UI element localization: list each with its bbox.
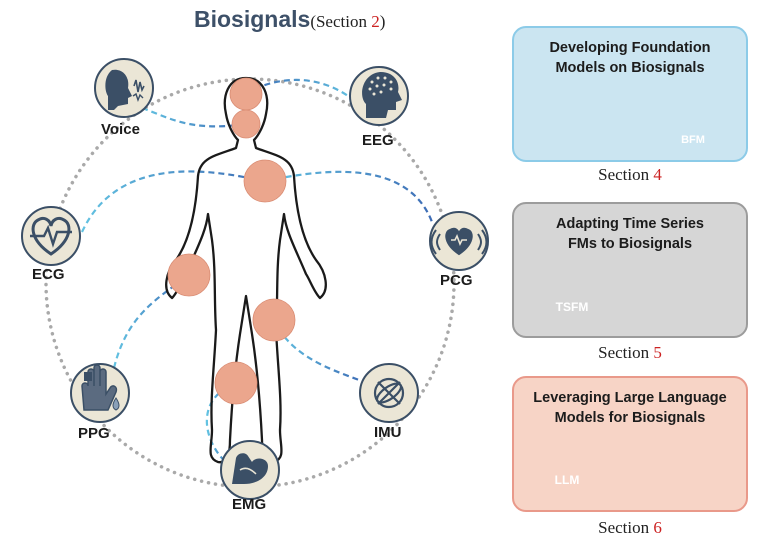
title-main: Biosignals: [194, 6, 311, 32]
spot-chest: [243, 159, 287, 203]
voice-icon: [105, 69, 145, 110]
bfm-label: BFM: [681, 134, 705, 146]
spot-arm: [167, 253, 211, 297]
muscle-arm-icon: [232, 453, 268, 484]
node-label-voice: Voice: [101, 121, 140, 138]
spot-hip: [252, 298, 296, 342]
heart-ecg-icon: [30, 216, 72, 256]
spot-head-mouth: [231, 109, 261, 139]
node-ecg: [21, 206, 81, 266]
node-ppg: [70, 363, 130, 423]
node-label-emg: EMG: [232, 496, 267, 513]
hand-sensor-icon: [81, 364, 120, 411]
llm-label: LLM: [554, 473, 580, 487]
section-label-4: Section 4: [598, 165, 662, 184]
spot-head-top: [229, 77, 263, 111]
node-label-ppg: PPG: [78, 425, 110, 442]
section-label-6: Section 6: [598, 518, 662, 537]
title-section-ref: (Section 2): [310, 12, 386, 31]
eeg-head-icon: [362, 72, 402, 118]
node-label-pcg: PCG: [440, 272, 473, 289]
connector-pcg: [265, 170, 434, 223]
node-eeg: [349, 66, 409, 126]
node-imu: [359, 363, 419, 423]
connector-voice: [141, 106, 247, 128]
imu-sensor-icon: [373, 377, 405, 409]
node-label-imu: IMU: [374, 424, 402, 441]
node-label-ecg: ECG: [32, 266, 65, 283]
diagram-title: Biosignals(Section 2): [194, 6, 385, 33]
spot-leg: [214, 361, 258, 405]
node-emg: [220, 440, 280, 500]
connector-ecg: [81, 170, 265, 233]
node-pcg: [429, 211, 489, 271]
section-label-5: Section 5: [598, 343, 662, 362]
connector-eeg: [245, 78, 357, 103]
heart-sound-icon: [430, 227, 488, 256]
tsfm-label: TSFM: [555, 300, 589, 314]
node-label-eeg: EEG: [362, 132, 394, 149]
node-voice: [94, 58, 154, 118]
